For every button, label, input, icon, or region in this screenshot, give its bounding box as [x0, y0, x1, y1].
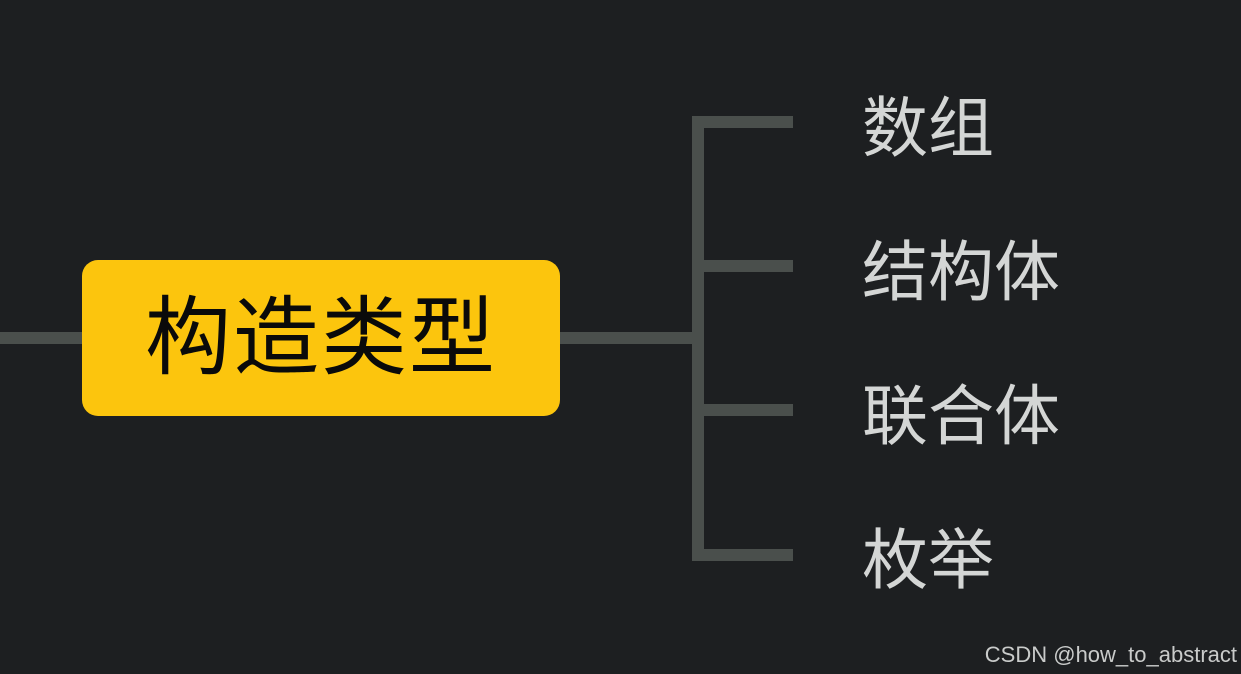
- child-topic-struct[interactable]: 结构体: [862, 234, 1060, 311]
- branch-stub-1: [692, 116, 793, 128]
- child-topic-array[interactable]: 数组: [862, 90, 994, 167]
- root-node-label: 构造类型: [145, 288, 497, 388]
- root-connector: [558, 332, 704, 344]
- watermark-text: CSDN @how_to_abstract: [984, 642, 1237, 667]
- branch-stub-4: [692, 549, 793, 561]
- child-topic-enum[interactable]: 枚举: [862, 522, 994, 599]
- branch-spine: [692, 116, 704, 561]
- incoming-connector: [0, 332, 84, 344]
- branch-stub-2: [692, 260, 793, 272]
- branch-stub-3: [692, 404, 793, 416]
- child-topic-union[interactable]: 联合体: [862, 378, 1060, 455]
- root-node[interactable]: 构造类型: [82, 260, 560, 416]
